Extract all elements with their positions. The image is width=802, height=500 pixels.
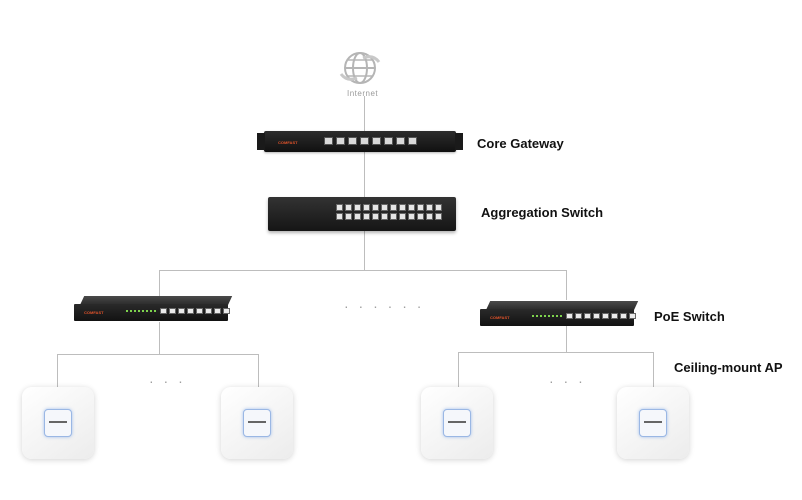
link-left-poe-down: [159, 322, 160, 355]
link-right-ap2: [653, 352, 654, 388]
core-gateway-label: Core Gateway: [477, 136, 564, 151]
link-to-left-poe: [159, 270, 160, 296]
internet-label: Internet: [347, 89, 379, 98]
globe-icon: [339, 52, 381, 84]
link-left-ap2: [258, 354, 259, 388]
link-left-ap1: [57, 354, 58, 388]
ceiling-ap-device-3: [421, 387, 493, 459]
ceiling-ap-device-1: [22, 387, 94, 459]
link-right-poe-down: [566, 326, 567, 353]
link-aggregation-down: [364, 231, 365, 271]
link-right-ap1: [458, 352, 459, 388]
core-gateway-device: COMFAST: [257, 131, 463, 152]
poe-switch-device-right: COMFAST: [480, 301, 639, 326]
link-internet-gateway: [364, 96, 365, 131]
link-distribution-bus: [159, 270, 567, 271]
brand-mark: COMFAST: [278, 140, 298, 145]
link-to-right-poe: [566, 270, 567, 300]
more-switches-ellipsis: · · · · · ·: [344, 298, 425, 314]
aggregation-switch-label: Aggregation Switch: [481, 205, 604, 220]
link-gateway-aggregation: [364, 152, 365, 197]
poe-switch-label: PoE Switch: [654, 309, 725, 324]
link-right-ap-bus: [458, 352, 654, 353]
poe-switch-device-left: COMFAST: [74, 296, 233, 321]
more-aps-ellipsis-left: · · ·: [149, 373, 186, 389]
ceiling-ap-label: Ceiling-mount AP: [674, 360, 783, 375]
ceiling-ap-device-2: [221, 387, 293, 459]
more-aps-ellipsis-right: · · ·: [549, 373, 586, 389]
ceiling-ap-device-4: [617, 387, 689, 459]
aggregation-switch-device: [268, 197, 456, 231]
link-left-ap-bus: [57, 354, 259, 355]
